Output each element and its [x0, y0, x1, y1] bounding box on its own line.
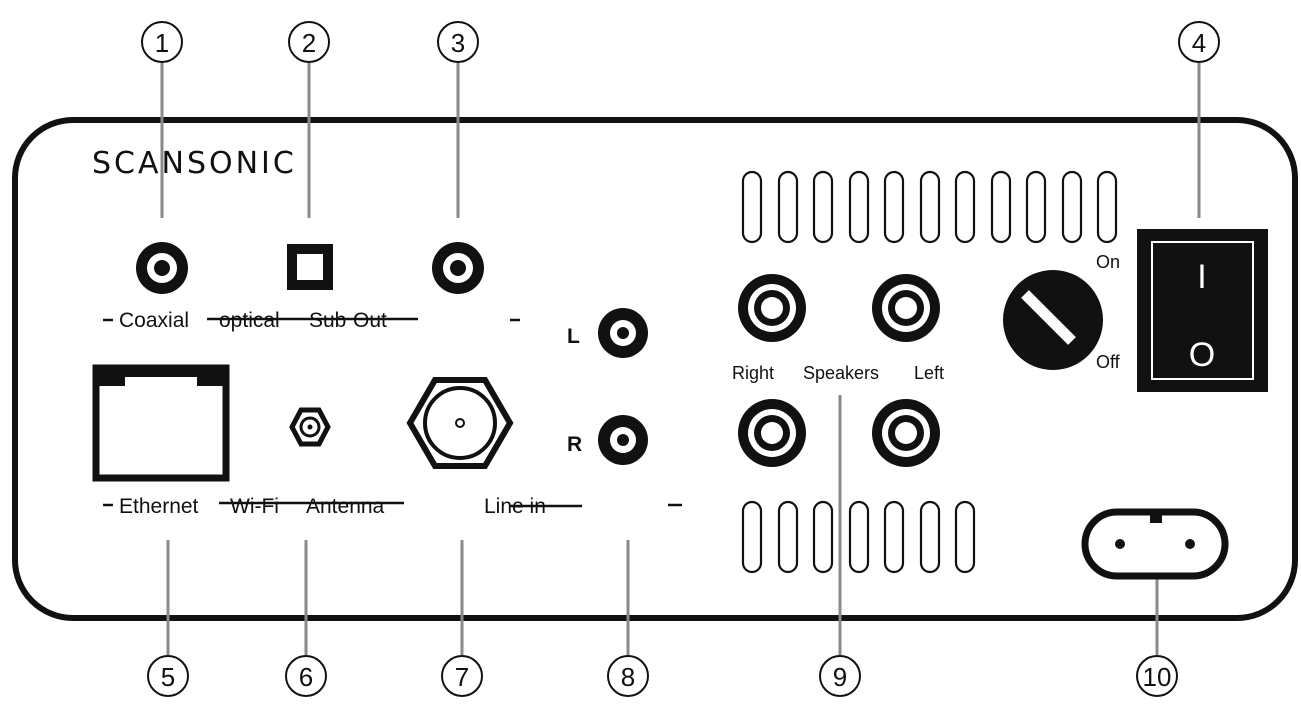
svg-text:7: 7 — [455, 662, 469, 692]
antenna-connector — [406, 377, 514, 469]
svg-text:2: 2 — [302, 28, 316, 58]
switch-off-symbol: O — [1189, 336, 1215, 374]
coaxial-label: Coaxial — [119, 309, 189, 332]
svg-text:8: 8 — [621, 662, 635, 692]
wifi-antenna-connector — [289, 407, 331, 447]
ethernet-label: Ethernet — [119, 495, 199, 518]
callout-5: 5 — [147, 655, 189, 697]
speaker-post-left-bottom — [872, 399, 940, 467]
svg-text:9: 9 — [833, 662, 847, 692]
power-knob — [1003, 270, 1103, 370]
device-rear-panel — [12, 117, 1298, 621]
ethernet-port — [92, 364, 230, 482]
line-in-right-jack — [598, 415, 648, 465]
optical-label: optical — [219, 309, 280, 332]
sub-out-port — [432, 242, 484, 294]
callout-7: 7 — [441, 655, 483, 697]
power-inlet — [1081, 508, 1229, 580]
svg-text:6: 6 — [299, 662, 313, 692]
speaker-post-right-top — [738, 274, 806, 342]
svg-text:1: 1 — [155, 28, 169, 58]
callout-6: 6 — [285, 655, 327, 697]
speaker-right-label: Right — [732, 363, 774, 383]
knob-off-label: Off — [1096, 352, 1121, 372]
callout-10: 10 — [1136, 655, 1178, 697]
line-in-left-jack — [598, 308, 648, 358]
svg-text:10: 10 — [1143, 662, 1172, 692]
svg-text:4: 4 — [1192, 28, 1206, 58]
callout-3: 3 — [437, 21, 479, 63]
antenna-label: Antenna — [306, 495, 385, 518]
vent-slots-bottom — [741, 500, 976, 574]
svg-text:3: 3 — [451, 28, 465, 58]
line-in-r-label: R — [567, 433, 582, 456]
knob-on-label: On — [1096, 252, 1120, 272]
wifi-label: Wi-Fi — [230, 495, 279, 518]
speaker-post-left-top — [872, 274, 940, 342]
power-switch: I O — [1137, 229, 1268, 392]
callout-2: 2 — [288, 21, 330, 63]
switch-on-symbol: I — [1197, 258, 1206, 296]
callout-9: 9 — [819, 655, 861, 697]
vent-slots-top — [741, 170, 1118, 244]
callout-4: 4 — [1178, 21, 1220, 63]
out-label: Out — [353, 309, 387, 332]
line-in-l-label: L — [567, 325, 580, 348]
brand-logo-text: SCANSONIC — [92, 146, 297, 181]
svg-text:5: 5 — [161, 662, 175, 692]
coaxial-port — [136, 242, 188, 294]
sub-label: Sub — [309, 309, 346, 332]
optical-port — [287, 244, 333, 290]
speakers-label: Speakers — [803, 363, 879, 383]
callout-1: 1 — [141, 21, 183, 63]
speaker-left-label: Left — [914, 363, 944, 383]
speaker-post-right-bottom — [738, 399, 806, 467]
callout-8: 8 — [607, 655, 649, 697]
